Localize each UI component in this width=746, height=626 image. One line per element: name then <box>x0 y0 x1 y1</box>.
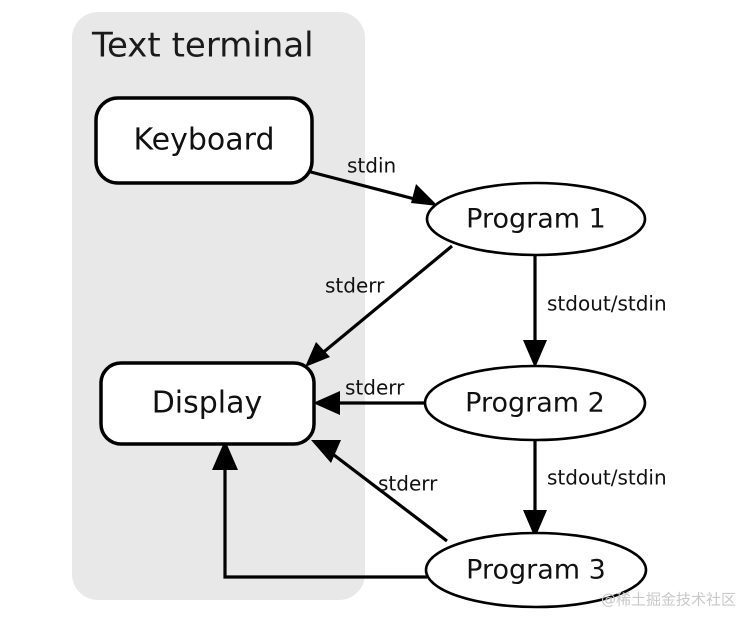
display-label: Display <box>152 386 263 421</box>
edge-program2-to-program3 <box>523 440 547 538</box>
arrowhead-icon <box>305 342 330 367</box>
arrowhead-icon <box>212 440 238 470</box>
edge-label-stderr-program2: stderr <box>345 376 405 400</box>
text-terminal-title: Text terminal <box>91 26 314 66</box>
node-display[interactable]: Display <box>99 361 316 446</box>
node-keyboard[interactable]: Keyboard <box>94 96 314 185</box>
program1-ellipse[interactable] <box>425 181 647 257</box>
display-box[interactable] <box>99 361 316 446</box>
edge-program1-to-display <box>305 244 454 367</box>
arrowhead-icon <box>523 340 547 368</box>
edge-label-stdin: stdin <box>347 154 396 178</box>
keyboard-label: Keyboard <box>133 123 274 158</box>
node-program1[interactable]: Program 1 <box>425 181 647 257</box>
edge-program1-to-program2 <box>523 254 547 368</box>
program1-label: Program 1 <box>466 204 606 235</box>
program3-label: Program 3 <box>466 555 606 586</box>
arrowhead-icon <box>313 391 340 415</box>
edge-program3-to-display-bottom <box>212 440 427 579</box>
edge-label-stdout-stdin-2: stdout/stdin <box>547 466 667 490</box>
program3-ellipse[interactable] <box>424 531 648 609</box>
watermark: @稀土掘金技术社区 <box>601 591 736 609</box>
arrowhead-icon <box>411 184 438 206</box>
node-program2[interactable]: Program 2 <box>423 364 647 442</box>
edge-label-stderr-program3: stderr <box>378 472 438 496</box>
program2-ellipse[interactable] <box>423 364 647 442</box>
keyboard-box[interactable] <box>94 96 314 185</box>
edge-label-stderr-program1: stderr <box>325 274 385 298</box>
edge-program3-to-display-stderr <box>311 440 448 543</box>
edge-keyboard-to-program1 <box>306 169 438 206</box>
arrowhead-icon <box>523 510 547 538</box>
program2-label: Program 2 <box>465 388 605 419</box>
arrowhead-icon <box>311 440 341 463</box>
edge-program2-to-display <box>313 391 426 415</box>
node-program3[interactable]: Program 3 <box>424 531 648 609</box>
edge-label-stdout-stdin-1: stdout/stdin <box>547 292 667 316</box>
